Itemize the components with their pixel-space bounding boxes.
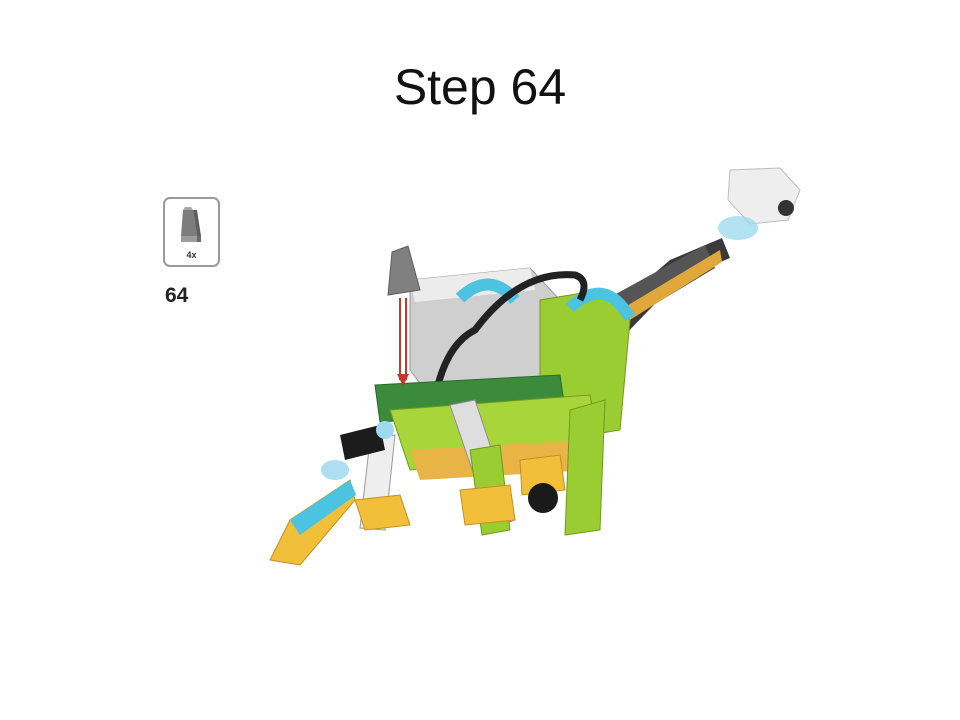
foot-front [459,484,516,526]
tail-black-brick [340,425,385,460]
back-leg-lime [564,399,606,536]
wheel-black [528,483,558,513]
parts-callout: 4x [163,197,220,267]
head-brick [727,167,801,225]
placement-arrow-head [397,374,409,386]
foot-rear [354,494,411,531]
cyan-band-right [565,287,636,322]
foot-back [519,454,566,496]
new-slope-brick [387,245,421,296]
tail-axle-connector [376,421,394,439]
part-quantity: 4x [186,250,197,260]
lego-dinosaur-model [269,167,801,566]
head-axle [778,200,794,216]
step-number: 64 [165,284,189,307]
head-connector [718,216,758,240]
tail-connector [321,460,349,480]
page-title: Step 64 [393,59,567,115]
neck-yellow-plate [620,250,722,325]
gray-slope-brick-icon [181,207,201,242]
tail-cyan [290,480,356,535]
motor-cable [426,271,588,441]
